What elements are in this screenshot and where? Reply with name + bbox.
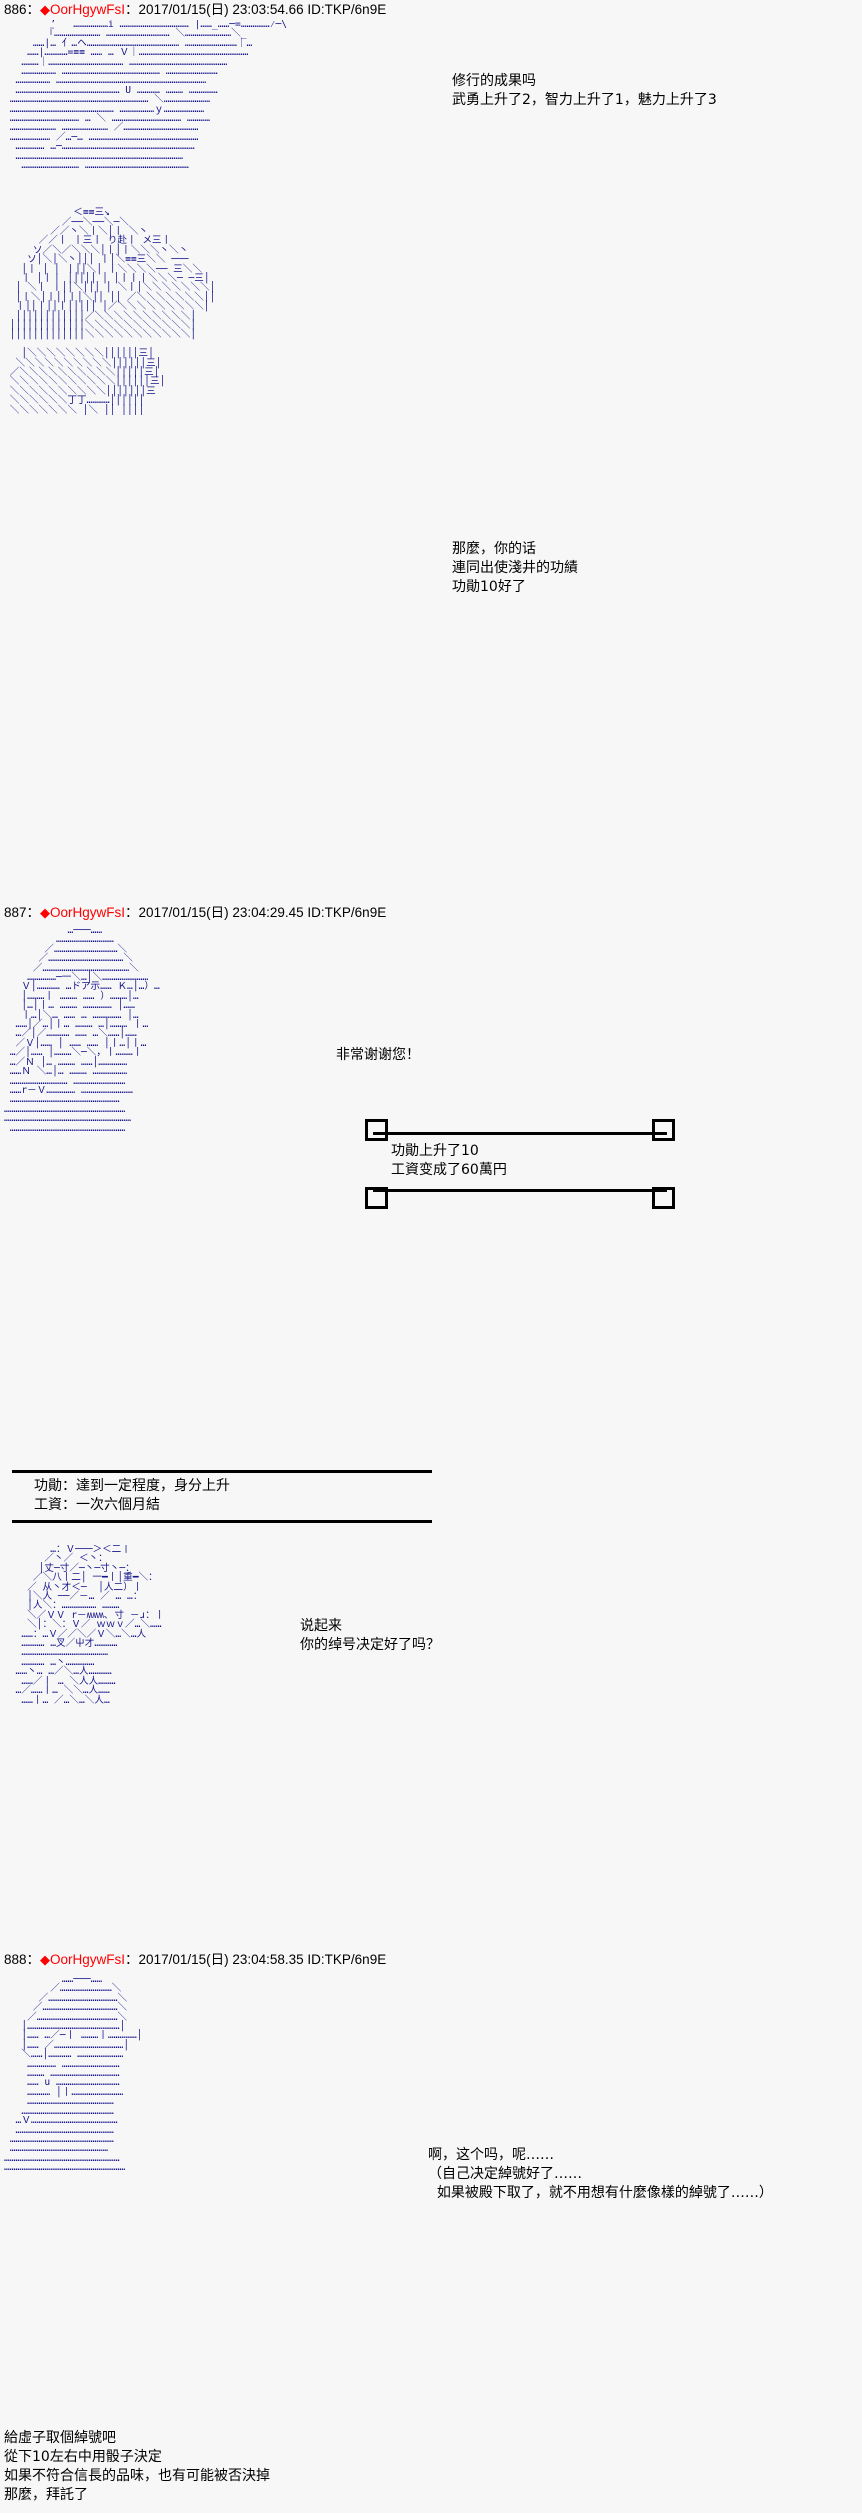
post-separator: ：	[27, 1952, 41, 1967]
post-author-name[interactable]: OorHgywFsI	[50, 1952, 125, 1967]
post-separator: ：	[27, 2, 41, 17]
bracket-cap-top-left	[365, 1119, 388, 1141]
rules-info-box: 功勛：達到一定程度，身分上升 工資：一次六個月結	[12, 1470, 432, 1523]
narration-text: 給虛子取個綽號吧 從下10左右中用骰子決定 如果不符合信長的品味，也有可能被否決…	[0, 2429, 270, 2505]
post-number[interactable]: 887	[4, 905, 27, 920]
post-author-name[interactable]: OorHgywFsI	[50, 905, 125, 920]
post-header-887: 887：◆OorHgywFsI：2017/01/15(日) 23:04:29.4…	[0, 905, 386, 921]
post-header-888: 888：◆OorHgywFsI：2017/01/15(日) 23:04:58.3…	[0, 1952, 386, 1968]
bracket-cap-top-right	[652, 1119, 675, 1141]
post-meta: ：2017/01/15(日) 23:04:29.45 ID:TKP/6n9E	[125, 905, 386, 920]
diamond-icon: ◆	[40, 905, 50, 920]
dialogue-887-thanks: 非常谢谢您！	[336, 1046, 420, 1065]
rules-info-text: 功勛：達到一定程度，身分上升 工資：一次六個月結	[12, 1473, 432, 1520]
aa-art-887: …───…… ………………………… ／……………………………＼ ／……………………	[0, 926, 424, 1133]
post-meta: ：2017/01/15(日) 23:03:54.66 ID:TKP/6n9E	[125, 2, 386, 17]
bracket-rule-top	[365, 1118, 675, 1140]
dialogue-886-stats: 修行的成果吗 武勇上升了2，智力上升了1，魅力上升了3	[452, 72, 717, 110]
post-meta: ：2017/01/15(日) 23:04:58.35 ID:TKP/6n9E	[125, 1952, 386, 1967]
bracket-bar-bottom	[373, 1189, 667, 1192]
dialogue-888-response: 啊，这个吗，呢…… （自己决定綽號好了…… 如果被殿下取了，就不用想有什麼像樣的…	[428, 2146, 773, 2203]
post-number[interactable]: 888	[4, 1952, 27, 1967]
post-header-886: 886：◆OorHgywFsI：2017/01/15(日) 23:03:54.6…	[0, 2, 386, 18]
stat-bracket-box: 功勛上升了10 工資变成了60萬円	[365, 1118, 675, 1206]
diamond-icon: ◆	[40, 2, 50, 17]
aa-art-888: ……───…… ／………………………＼ ／………………………………＼ ／……………	[0, 1975, 464, 2173]
dialogue-887-nickname-question: 说起来 你的绰号决定好了吗？	[300, 1617, 440, 1655]
post-number[interactable]: 886	[4, 2, 27, 17]
bracket-rule-bottom	[365, 1184, 675, 1206]
stat-bracket-text: 功勛上升了10 工資变成了60萬円	[365, 1140, 675, 1184]
post-separator: ：	[27, 905, 41, 920]
post-author-name[interactable]: OorHgywFsI	[50, 2, 125, 17]
rules-hr-bottom	[12, 1520, 432, 1523]
diamond-icon: ◆	[40, 1952, 50, 1967]
dialogue-886-merit: 那麼，你的话 連同出使淺井的功績 功勛10好了	[452, 540, 578, 597]
bracket-bar-top	[373, 1132, 667, 1135]
bracket-cap-bottom-right	[652, 1187, 675, 1209]
